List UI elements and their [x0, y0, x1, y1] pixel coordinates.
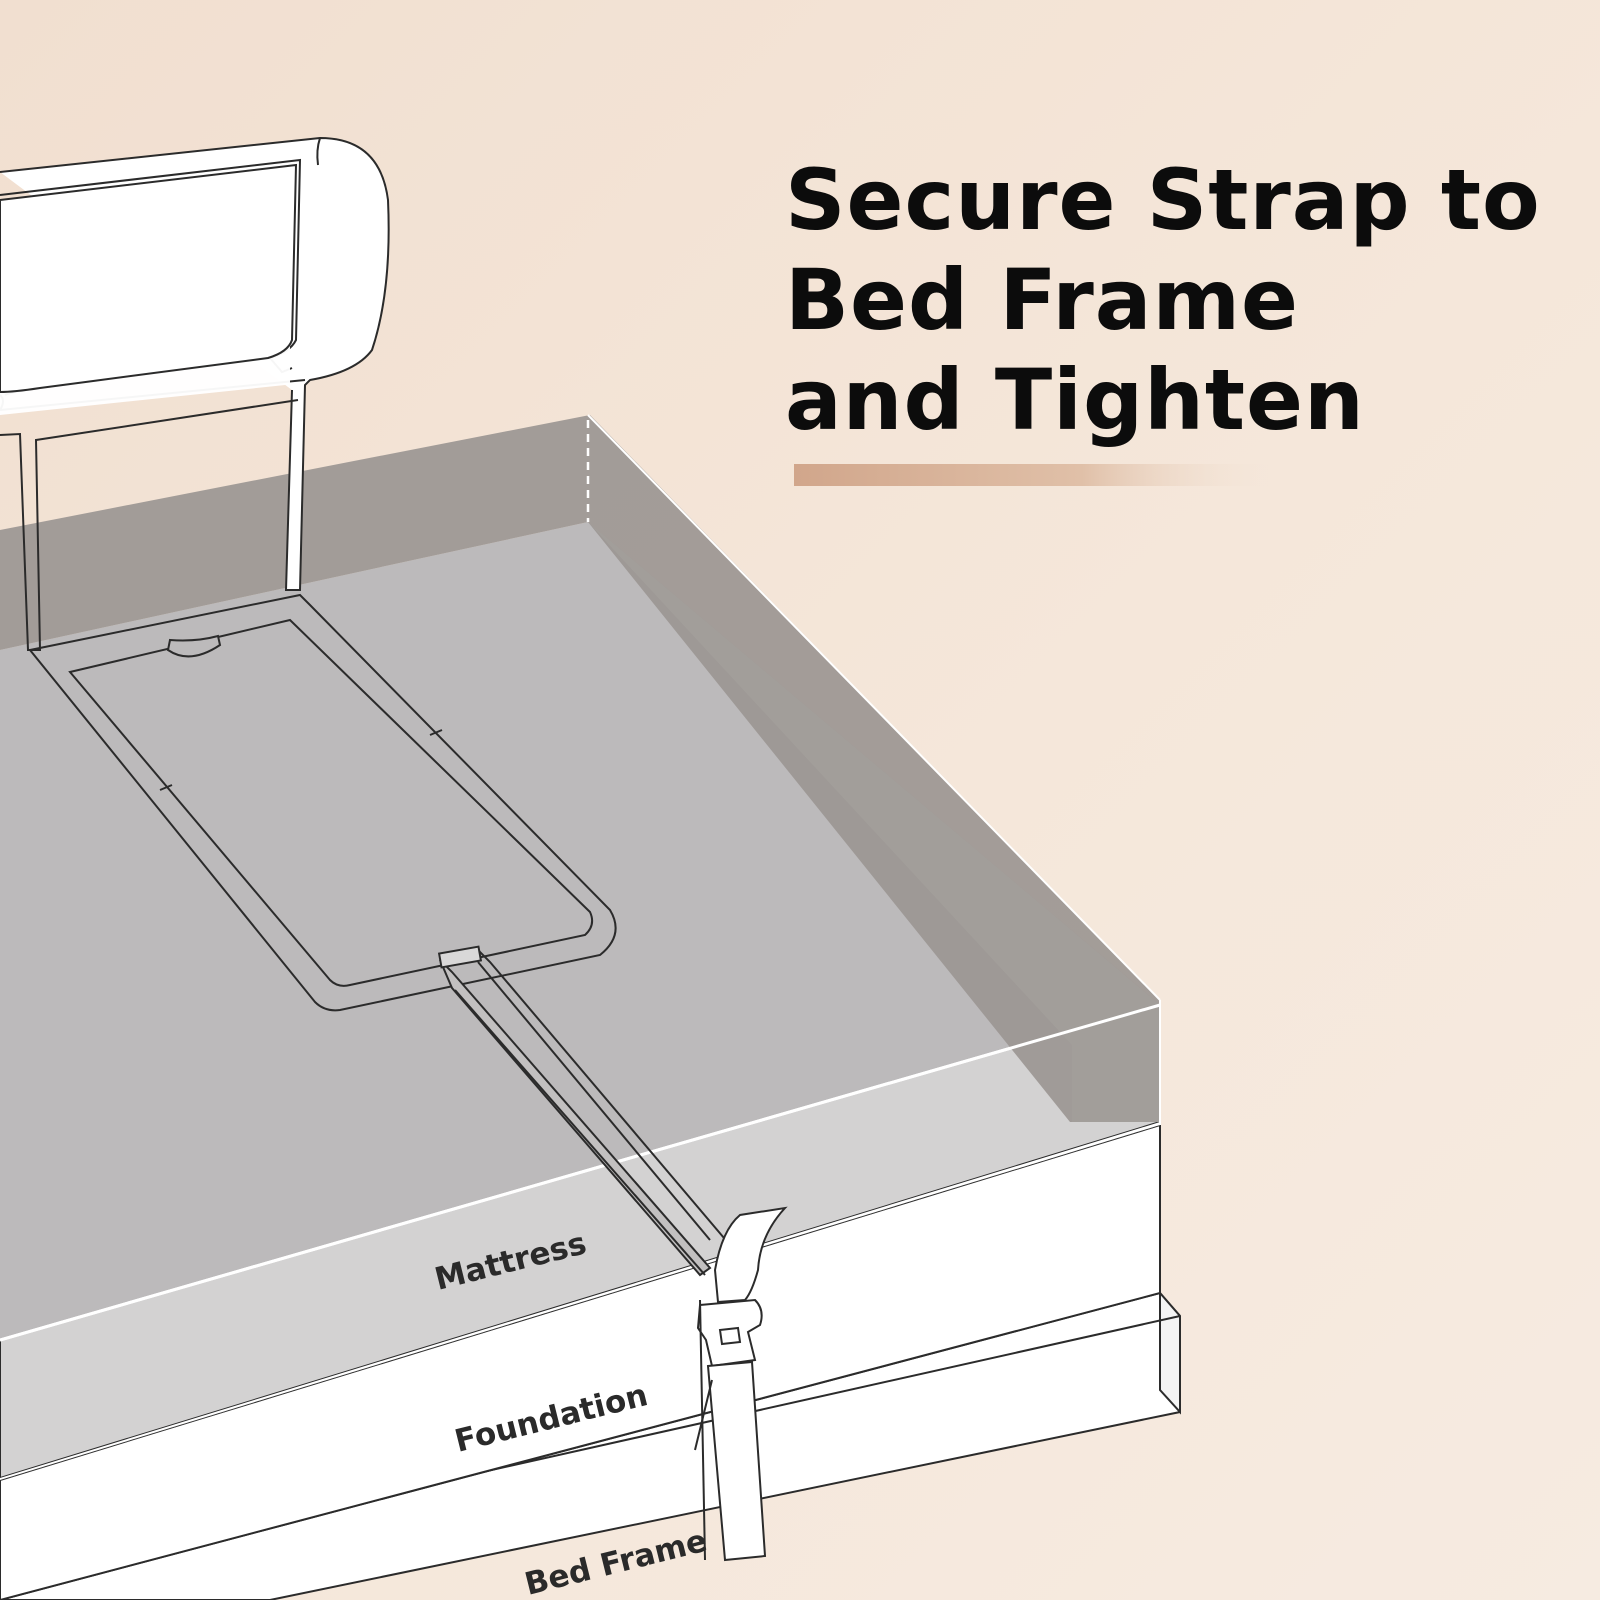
title-line-1: Secure Strap to — [785, 151, 1541, 249]
mattress-top — [0, 522, 1160, 1340]
page-title: Secure Strap to Bed Frame and Tighten — [785, 150, 1541, 450]
title-line-2: Bed Frame — [785, 251, 1299, 349]
rail-base-frame — [28, 593, 617, 1012]
strap-buckle — [694, 1206, 788, 1562]
rail-panel — [0, 415, 1160, 1122]
rail-strap — [437, 945, 725, 1277]
title-line-3: and Tighten — [785, 351, 1365, 449]
title-accent-bar — [794, 464, 1274, 486]
